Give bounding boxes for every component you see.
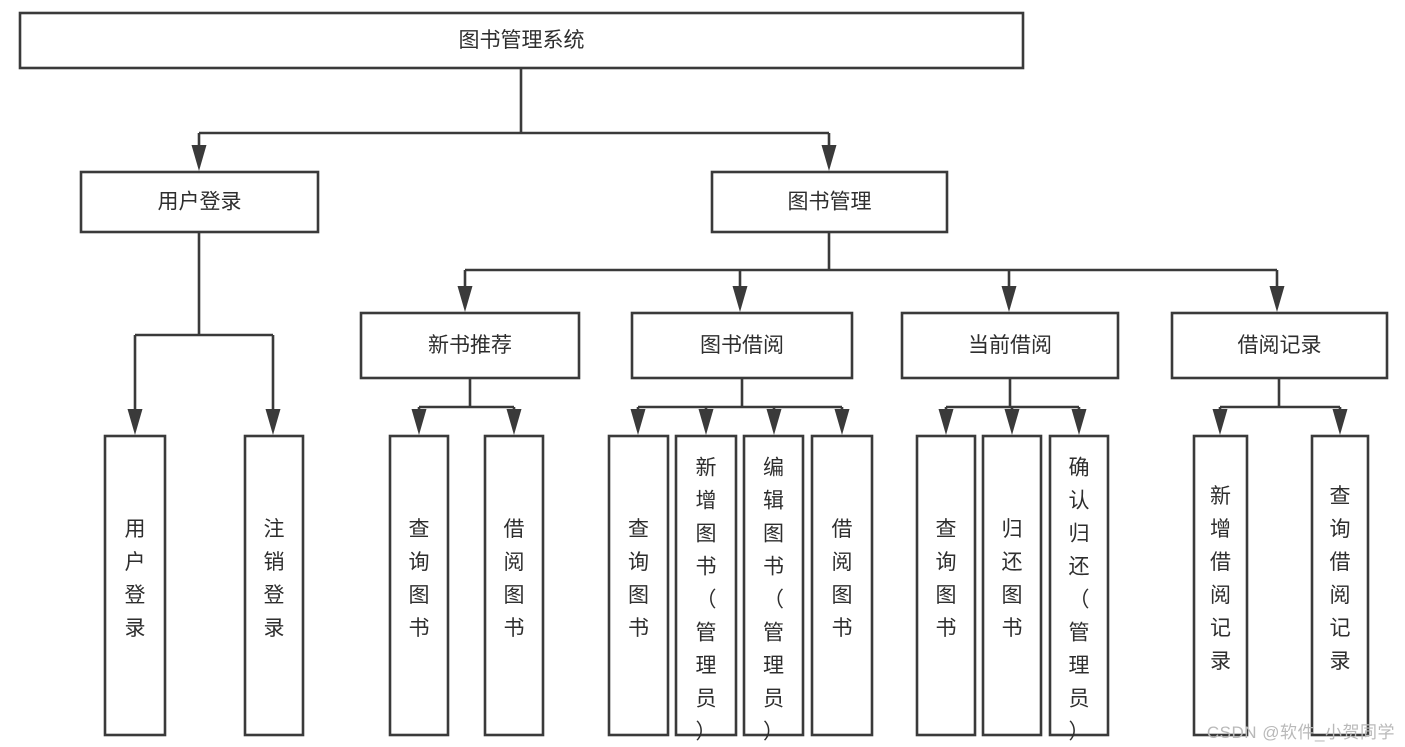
node-label: 查询图书 bbox=[628, 518, 649, 640]
node-label: 确认归还（管理员） bbox=[1069, 457, 1090, 744]
connector-arrowhead bbox=[821, 145, 837, 171]
node-label: 新书推荐 bbox=[428, 334, 512, 357]
node-leaf-edit-book[interactable]: 编辑图书（管理员） bbox=[742, 434, 805, 744]
connector-borrow-record-to-leaves bbox=[1212, 378, 1348, 435]
connector-arrowhead bbox=[411, 409, 427, 435]
node-box bbox=[710, 170, 949, 234]
node-leaf-confirm-return[interactable]: 确认归还（管理员） bbox=[1048, 434, 1110, 744]
node-label: 查询图书 bbox=[936, 518, 957, 640]
node-box bbox=[1170, 311, 1389, 380]
connector-arrowhead bbox=[1269, 286, 1285, 312]
node-borrow-record[interactable]: 借阅记录 bbox=[1170, 311, 1389, 380]
connector-arrowhead bbox=[1332, 409, 1348, 435]
node-leaf-query-record[interactable]: 查询借阅记录 bbox=[1310, 434, 1370, 737]
node-layer: 图书管理系统用户登录图书管理新书推荐图书借阅当前借阅借阅记录用户登录注销登录查询… bbox=[18, 11, 1389, 744]
connector-new-book-recommend-to-leaves bbox=[411, 378, 522, 435]
connector-arrowhead bbox=[938, 409, 954, 435]
node-box bbox=[1192, 434, 1249, 737]
node-label: 借阅图书 bbox=[504, 518, 525, 640]
node-label: 查询图书 bbox=[409, 518, 430, 640]
connector-arrowhead bbox=[834, 409, 850, 435]
connector-book-borrow-to-leaves bbox=[630, 378, 850, 435]
connector-arrowhead bbox=[630, 409, 646, 435]
csdn-watermark: CSDN @软件_小贺同学 bbox=[1206, 723, 1395, 742]
node-leaf-user-login[interactable]: 用户登录 bbox=[103, 434, 167, 737]
node-box bbox=[900, 311, 1120, 380]
connector-arrowhead bbox=[191, 145, 207, 171]
node-box bbox=[810, 434, 874, 737]
node-label: 图书管理 bbox=[788, 191, 872, 214]
node-leaf-query-book-3[interactable]: 查询图书 bbox=[915, 434, 977, 737]
node-leaf-borrow-book-2[interactable]: 借阅图书 bbox=[810, 434, 874, 737]
node-box bbox=[18, 11, 1025, 70]
node-box bbox=[483, 434, 545, 737]
connector-arrowhead bbox=[732, 286, 748, 312]
connector-arrowhead bbox=[1001, 286, 1017, 312]
node-leaf-logout[interactable]: 注销登录 bbox=[243, 434, 305, 737]
node-leaf-add-record[interactable]: 新增借阅记录 bbox=[1192, 434, 1249, 737]
node-box bbox=[79, 170, 320, 234]
node-label: 用户登录 bbox=[158, 191, 242, 214]
connector-arrowhead bbox=[1212, 409, 1228, 435]
node-box bbox=[1048, 434, 1110, 737]
node-user-login[interactable]: 用户登录 bbox=[79, 170, 320, 234]
node-box bbox=[1310, 434, 1370, 737]
connector-arrowhead bbox=[506, 409, 522, 435]
node-box bbox=[742, 434, 805, 737]
connector-arrowhead bbox=[457, 286, 473, 312]
connector-arrowhead bbox=[1004, 409, 1020, 435]
node-leaf-add-book[interactable]: 新增图书（管理员） bbox=[674, 434, 738, 744]
node-label: 归还图书 bbox=[1002, 518, 1023, 640]
node-label: 当前借阅 bbox=[968, 334, 1052, 357]
node-leaf-return-book[interactable]: 归还图书 bbox=[981, 434, 1043, 737]
node-label: 新增借阅记录 bbox=[1210, 485, 1231, 673]
node-label: 图书借阅 bbox=[700, 334, 784, 357]
node-box bbox=[243, 434, 305, 737]
node-leaf-query-book-2[interactable]: 查询图书 bbox=[607, 434, 670, 737]
connector-arrowhead bbox=[265, 409, 281, 435]
connector-book-management-to-level2 bbox=[457, 232, 1285, 312]
node-root[interactable]: 图书管理系统 bbox=[18, 11, 1025, 70]
node-label: 注销登录 bbox=[264, 518, 285, 640]
node-current-borrow[interactable]: 当前借阅 bbox=[900, 311, 1120, 380]
connector-user-login-to-leaves bbox=[127, 232, 281, 435]
node-box bbox=[103, 434, 167, 737]
connector-arrowhead bbox=[127, 409, 143, 435]
connector-root-to-level1 bbox=[191, 68, 837, 171]
node-box bbox=[981, 434, 1043, 737]
node-box bbox=[915, 434, 977, 737]
node-label: 借阅记录 bbox=[1238, 334, 1322, 357]
node-book-management[interactable]: 图书管理 bbox=[710, 170, 949, 234]
node-label: 图书管理系统 bbox=[459, 29, 585, 52]
node-book-borrow[interactable]: 图书借阅 bbox=[630, 311, 854, 380]
node-leaf-query-book-1[interactable]: 查询图书 bbox=[388, 434, 450, 737]
node-box bbox=[674, 434, 738, 737]
node-box bbox=[359, 311, 581, 380]
node-label: 借阅图书 bbox=[832, 518, 853, 640]
node-box bbox=[388, 434, 450, 737]
node-label: 用户登录 bbox=[125, 518, 146, 640]
connector-arrowhead bbox=[766, 409, 782, 435]
connector-arrowhead bbox=[698, 409, 714, 435]
node-label: 编辑图书（管理员） bbox=[763, 457, 784, 744]
node-leaf-borrow-book-1[interactable]: 借阅图书 bbox=[483, 434, 545, 737]
node-box bbox=[630, 311, 854, 380]
node-new-book-recommend[interactable]: 新书推荐 bbox=[359, 311, 581, 380]
node-box bbox=[607, 434, 670, 737]
connector-current-borrow-to-leaves bbox=[938, 378, 1087, 435]
node-label: 新增图书（管理员） bbox=[696, 457, 717, 744]
node-label: 查询借阅记录 bbox=[1330, 485, 1351, 673]
connector-layer bbox=[127, 68, 1348, 435]
connector-arrowhead bbox=[1071, 409, 1087, 435]
